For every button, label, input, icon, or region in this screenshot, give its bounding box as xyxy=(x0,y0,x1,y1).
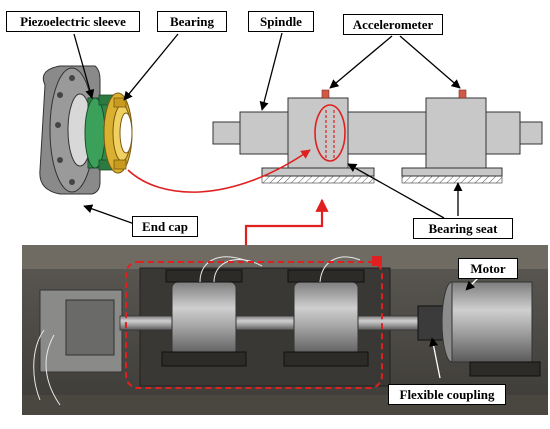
bearing-seat-leader-left xyxy=(347,163,445,219)
sleeve-leader xyxy=(73,33,95,99)
bearing-part xyxy=(103,92,133,174)
bearing-leader xyxy=(123,33,179,101)
bearing-seat-label: Bearing seat xyxy=(413,218,513,239)
bearing-highlight-oval xyxy=(314,104,346,162)
end-cap-part xyxy=(39,65,101,195)
bearing-label: Bearing xyxy=(157,11,227,32)
bearing-housing-right xyxy=(401,89,503,184)
link-arrow xyxy=(127,149,311,193)
spindle-label: Spindle xyxy=(248,11,314,32)
spindle-leader xyxy=(259,32,283,111)
coupling-leader xyxy=(429,337,441,379)
spindle-shaft xyxy=(212,111,543,155)
photo-link-arrow xyxy=(244,198,329,262)
accelerometer-label: Accelerometer xyxy=(343,14,443,35)
end-cap-leader xyxy=(83,204,141,227)
accelerometer-leader-right xyxy=(399,35,461,89)
motor-label: Motor xyxy=(458,258,518,279)
flexible-coupling-label: Flexible coupling xyxy=(388,384,506,405)
accelerometer-leader-left xyxy=(329,35,393,89)
piezoelectric-sleeve-label: Piezoelectric sleeve xyxy=(6,11,140,32)
highlight-box xyxy=(125,261,383,389)
end-cap-label: End cap xyxy=(132,216,198,237)
